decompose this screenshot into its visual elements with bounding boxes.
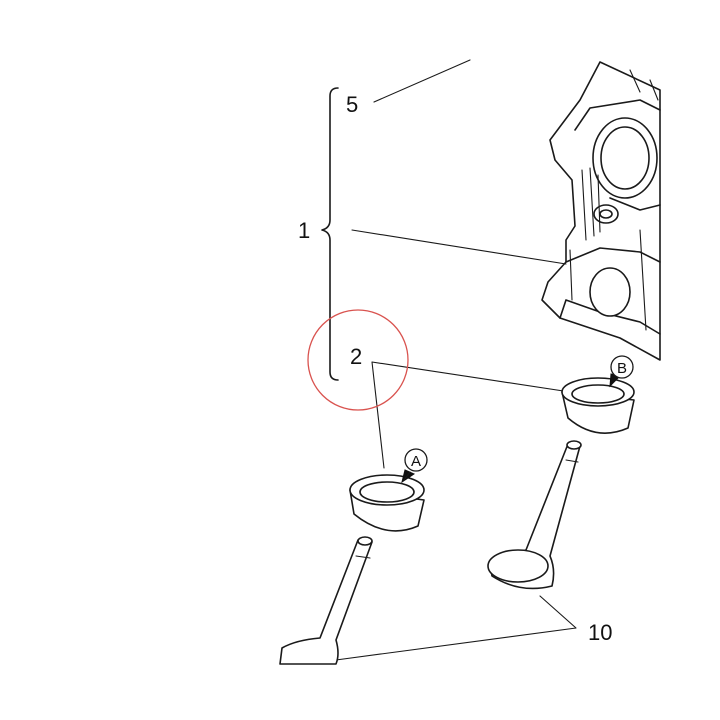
valve-seat-ring-a [349, 474, 425, 532]
label-item-2: 2 [350, 344, 362, 369]
leader-line-1 [351, 229, 567, 265]
valve-left [279, 536, 373, 665]
label-item-1: 1 [298, 218, 310, 243]
leader-line-10 [335, 595, 577, 661]
callout-label-b: B [617, 360, 627, 377]
callout-circle-a [404, 448, 428, 472]
cylinder-head [541, 61, 661, 361]
valve-seat-ring-b [561, 377, 635, 434]
label-item-10: 10 [588, 620, 612, 645]
leader-line-5 [373, 59, 471, 103]
valve-right [487, 440, 582, 590]
leader-line-2 [371, 361, 571, 469]
assembly-bracket [321, 87, 339, 381]
callout-circle-b [610, 355, 634, 379]
callout-arrow-a [401, 469, 416, 484]
label-item-5: 5 [346, 92, 358, 117]
highlight-circle [307, 309, 409, 411]
callout-label-a: A [411, 453, 421, 470]
